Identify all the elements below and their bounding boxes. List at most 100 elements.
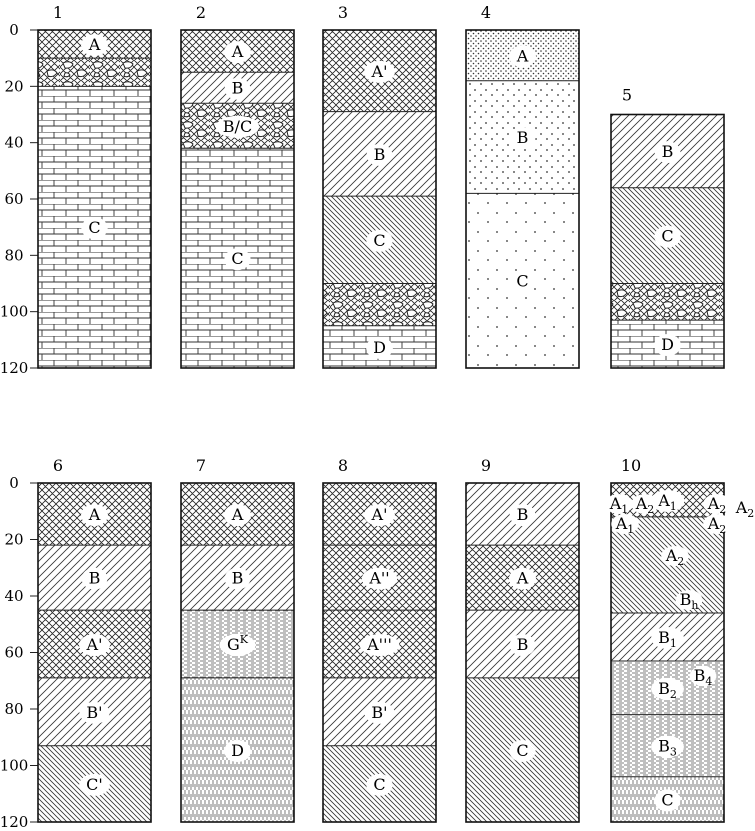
- horizon-label: A: [516, 46, 529, 65]
- horizon-label-background: [509, 634, 536, 657]
- horizon-label: C: [516, 272, 528, 291]
- depth-tick-label: 0: [9, 474, 19, 492]
- horizon-label-background: [79, 634, 110, 657]
- horizon-label: A: [88, 35, 101, 54]
- profile-outline: [322, 29, 437, 369]
- horizon-label: A': [86, 635, 103, 654]
- horizon-label-background: [654, 141, 681, 164]
- depth-tick-label: 80: [4, 246, 23, 264]
- horizon-label: A2: [665, 546, 685, 568]
- profile-number: 1: [53, 3, 63, 22]
- profile-outline: [180, 29, 295, 369]
- horizon-label-background: [364, 701, 395, 724]
- soil-profile-3: 3A' B C D: [322, 3, 437, 369]
- horizon-label: D: [373, 338, 386, 357]
- horizon-label: C: [373, 231, 385, 250]
- horizon-label-background: [654, 789, 681, 812]
- horizon-label: C: [373, 775, 385, 794]
- profile-columns: 1AC2ABB/CC3A'BCD4ABC5BCD6ABA'B'C'7ABGKD8…: [37, 3, 754, 823]
- horizon-label: A2: [707, 494, 727, 516]
- horizon-label: B: [374, 145, 386, 164]
- horizon-label-background: [611, 514, 639, 534]
- depth-tick-label: 20: [4, 531, 23, 549]
- profile-outline: [465, 29, 580, 369]
- horizon-label-background: [81, 567, 108, 590]
- horizon-label: B: [517, 505, 529, 524]
- horizon-label: A2: [635, 494, 655, 516]
- horizon-label: A1: [657, 491, 677, 513]
- horizon-label: A1: [615, 514, 635, 536]
- horizon-label-background: [359, 634, 400, 657]
- horizon-label: A': [371, 62, 388, 81]
- profile-number: 4: [481, 3, 491, 22]
- horizon-label: B4: [694, 666, 713, 688]
- profile-number: 8: [338, 456, 348, 475]
- horizon-layer: [611, 283, 724, 321]
- horizon-label-background: [689, 666, 717, 686]
- horizon-label-background: [215, 115, 260, 138]
- horizon-label-background: [703, 514, 731, 534]
- horizon-label: C: [231, 249, 243, 268]
- profile-outline: [37, 29, 152, 369]
- horizon-layer: [38, 58, 151, 87]
- horizon-label-background: [509, 567, 536, 590]
- profile-number: 10: [621, 456, 641, 475]
- soil-profile-1: 1AC: [37, 3, 152, 369]
- profile-outline: [610, 482, 725, 823]
- horizon-label: B: [517, 128, 529, 147]
- depth-tick-label: 80: [4, 700, 23, 718]
- horizon-label-background: [661, 546, 689, 566]
- horizon-label-background: [79, 701, 110, 724]
- profile-outline: [37, 482, 152, 823]
- horizon-label-background: [651, 677, 684, 700]
- horizon-label-background: [81, 34, 108, 57]
- horizon-label-background: [509, 270, 536, 293]
- depth-tick-label: 120: [0, 359, 28, 377]
- horizon-label: B': [371, 703, 387, 722]
- horizon-label-background: [366, 229, 393, 252]
- horizon-label-background: [654, 334, 681, 357]
- profile-outline: [180, 482, 295, 823]
- horizon-label: B3: [658, 737, 677, 759]
- horizon-label: B2: [658, 679, 677, 701]
- depth-tick-label: 100: [0, 757, 28, 775]
- horizon-label-background: [509, 739, 536, 762]
- horizon-label-background: [675, 590, 703, 610]
- horizon-label: B: [232, 569, 244, 588]
- horizon-label-background: [224, 739, 251, 762]
- horizon-label-background: [650, 489, 685, 512]
- depth-tick-label: 60: [4, 644, 23, 662]
- horizon-label: B/C: [223, 117, 252, 136]
- horizon-layer: [323, 283, 436, 326]
- horizon-label-background: [224, 504, 251, 527]
- horizon-label: A: [516, 569, 529, 588]
- horizon-label: B: [89, 569, 101, 588]
- horizon-label: C: [661, 790, 673, 809]
- horizon-label: A: [231, 505, 244, 524]
- horizon-label: A1: [609, 494, 629, 516]
- horizon-label-background: [224, 77, 251, 100]
- horizon-label: C': [86, 775, 103, 794]
- horizon-label: D: [661, 335, 674, 354]
- horizon-label: A': [371, 505, 388, 524]
- horizon-label-background: [79, 773, 110, 796]
- horizon-label-background: [651, 735, 684, 758]
- horizon-label: D: [231, 741, 244, 760]
- horizon-label: B1: [658, 628, 677, 650]
- depth-tick-label: 120: [0, 813, 28, 831]
- profile-number: 3: [338, 3, 348, 22]
- horizon-label-background: [364, 60, 395, 83]
- horizon-label-background: [605, 494, 633, 514]
- horizon-label-background: [224, 248, 251, 271]
- horizon-label-background: [361, 567, 398, 590]
- horizon-label: B': [86, 703, 102, 722]
- horizon-label-background: [364, 504, 395, 527]
- horizon-label-background: [224, 41, 251, 64]
